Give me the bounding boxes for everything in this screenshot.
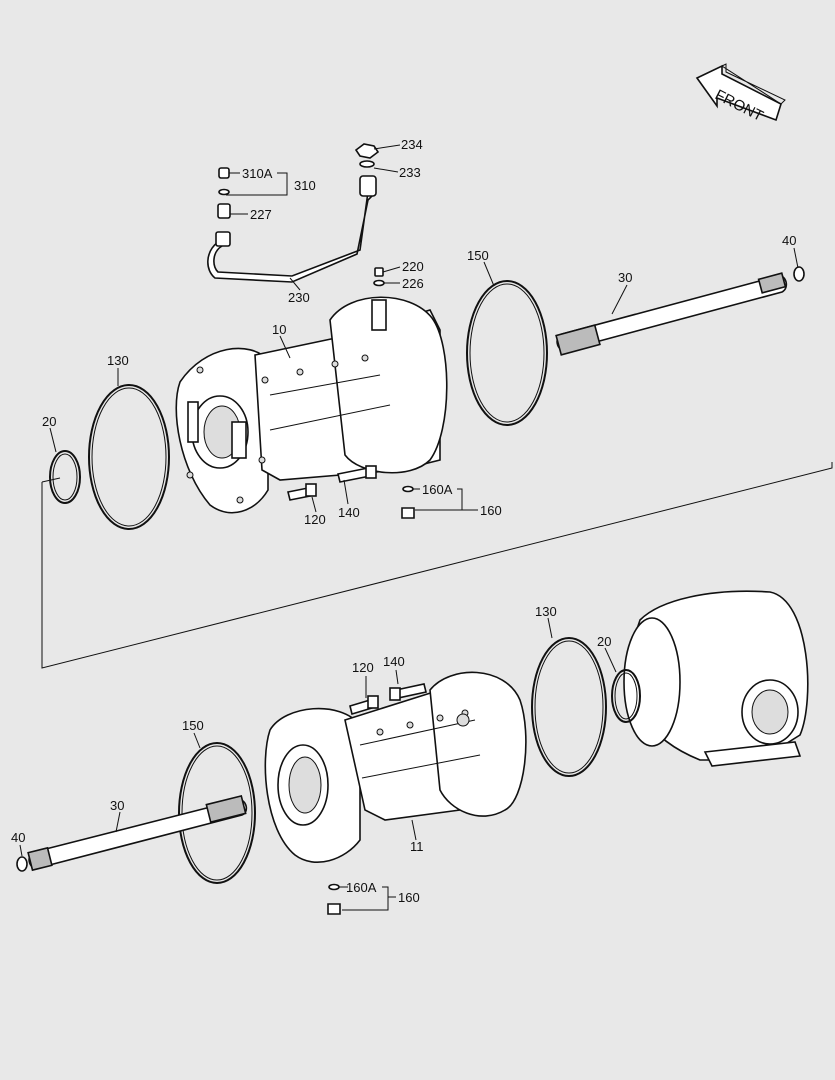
callout-160A-bottom: 160A [346, 880, 377, 895]
differential-housing [623, 590, 809, 767]
bolt-140-top [337, 465, 377, 483]
plug-160-bottom [327, 903, 341, 915]
o-ring-150-top [466, 280, 548, 426]
callout-150-top: 150 [467, 248, 489, 263]
callout-30-top: 30 [618, 270, 632, 285]
callout-130-bottom: 130 [535, 604, 557, 619]
callout-234: 234 [401, 137, 423, 152]
callout-310A: 310A [242, 166, 273, 181]
ring-20-top [49, 450, 81, 504]
o-ring-150-bottom [178, 742, 256, 884]
front-arrow: FRONT [695, 63, 786, 125]
connector-frame [41, 462, 833, 669]
axle-shaft-30-bottom [27, 794, 248, 872]
callout-227: 227 [250, 207, 272, 222]
callout-160A-top: 160A [422, 482, 453, 497]
callout-140-top: 140 [338, 505, 360, 520]
plug-220 [373, 267, 385, 287]
callout-labels: 234 233 310A 310 227 230 220 226 150 30 … [11, 137, 796, 905]
bolt-120-bottom [349, 695, 379, 716]
callout-40-bottom: 40 [11, 830, 25, 845]
callout-130-top: 130 [107, 353, 129, 368]
plug-160-top [401, 507, 415, 519]
leader-lines [19, 144, 799, 911]
callout-10: 10 [272, 322, 286, 337]
axle-shaft-30-top [555, 272, 788, 356]
callout-160-bottom: 160 [398, 890, 420, 905]
callout-150-bottom: 150 [182, 718, 204, 733]
circlip-40-top [793, 266, 805, 282]
callout-20-top: 20 [42, 414, 56, 429]
callout-11: 11 [410, 839, 424, 854]
axle-housing-11 [264, 671, 527, 863]
callout-220: 220 [402, 259, 424, 274]
washer-160A-bottom [328, 883, 340, 891]
callout-140-bottom: 140 [383, 654, 405, 669]
callout-30-bottom: 30 [110, 798, 124, 813]
callout-20-bottom: 20 [597, 634, 611, 649]
ring-20-bottom [611, 669, 641, 723]
circlip-40-bottom [16, 856, 28, 872]
axle-housing-10 [175, 296, 448, 514]
callout-160-top: 160 [480, 503, 502, 518]
o-ring-130-bottom [531, 637, 607, 777]
callout-120-top: 120 [304, 512, 326, 527]
bolt-140-bottom [389, 683, 427, 701]
o-ring-130-top [88, 384, 170, 530]
callout-226: 226 [402, 276, 424, 291]
callout-310: 310 [294, 178, 316, 193]
washer-160A-top [402, 485, 414, 493]
breather-pipe-assembly [207, 143, 380, 283]
callout-230: 230 [288, 290, 310, 305]
callout-120-bottom: 120 [352, 660, 374, 675]
callout-233: 233 [399, 165, 421, 180]
callout-40-top: 40 [782, 233, 796, 248]
bolt-120-top [287, 483, 317, 501]
